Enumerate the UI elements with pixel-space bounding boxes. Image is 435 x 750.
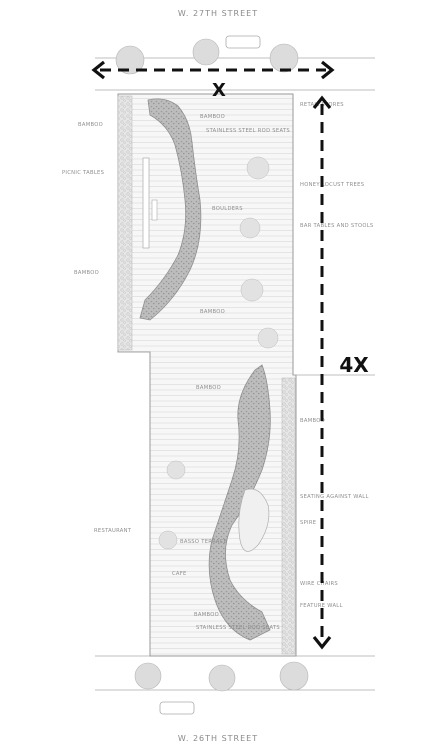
bamboo-hedge-west (117, 95, 133, 351)
label-bamboo-int-2: BAMBOO (200, 309, 225, 315)
label-bamboo-east: BAMBOO (300, 418, 325, 424)
south-sidewalk (95, 655, 375, 715)
length-dimension-arrow (312, 95, 332, 650)
street-label-north: W. 27TH STREET (178, 9, 258, 18)
planting-bed-lower (208, 364, 271, 641)
bamboo-hedge-east (281, 377, 296, 655)
planting-bed-upper (139, 98, 202, 321)
label-bamboo-int-3: BAMBOO (196, 385, 221, 391)
label-feature-wall: FEATURE WALL (300, 603, 343, 609)
bench (151, 199, 158, 221)
label-bamboo-west-2: BAMBOO (74, 270, 99, 276)
label-basso-terrace: BASSO TERRACE (180, 539, 227, 545)
north-sidewalk (95, 35, 375, 91)
label-rod-seats-2: STAINLESS STEEL ROD SEATS (196, 625, 280, 631)
width-dimension-arrow (91, 60, 335, 80)
label-restaurant: RESTAURANT (94, 528, 132, 534)
label-wire-chairs: WIRE CHAIRS (300, 581, 338, 587)
street-trees-south (134, 661, 309, 692)
honey-locust-trees (158, 156, 279, 550)
street-trees-north (115, 38, 299, 75)
label-honey-locust: HONEY LOCUST TREES (300, 182, 364, 188)
label-spire: SPIRE (300, 520, 316, 526)
label-rod-seats-1: STAINLESS STEEL ROD SEATS (206, 128, 290, 134)
label-bamboo-west: BAMBOO (78, 122, 103, 128)
width-label: X (212, 80, 226, 101)
street-label-south: W. 26TH STREET (178, 734, 258, 743)
label-bamboo-int-1: BAMBOO (200, 114, 225, 120)
label-bamboo-int-4: BAMBOO (194, 612, 219, 618)
label-boulders: BOULDERS (212, 206, 243, 212)
label-seating-wall: SEATING AGAINST WALL (300, 494, 369, 500)
seating-loop (238, 488, 270, 552)
label-cafe: CAFE (172, 571, 187, 577)
label-picnic-tables: PICNIC TABLES (62, 170, 104, 176)
length-label: 4X (339, 353, 369, 377)
picnic-table (142, 157, 150, 249)
label-bar-tables: BAR TABLES AND STOOLS (300, 223, 374, 229)
